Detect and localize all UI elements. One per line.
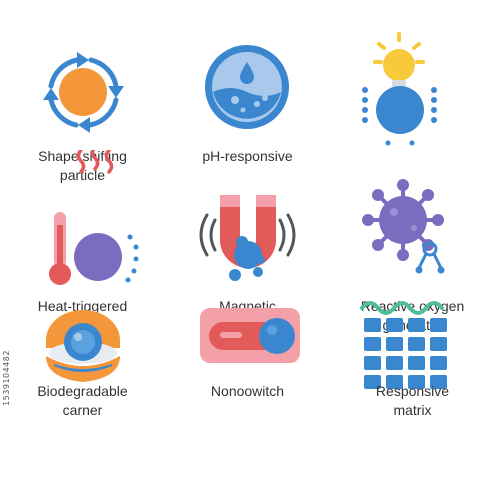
label-line: Reactive oxygen — [360, 298, 465, 314]
magnetic-icon — [199, 195, 296, 281]
tile-shape-shifting: Shape shifting particle — [0, 0, 165, 183]
stock-id-text: 1539104482 — [2, 350, 11, 406]
label-line: pH-responsive — [202, 148, 293, 164]
tile-biodegradable: Biodegradable carner — [0, 300, 165, 460]
biodegradable-icon — [46, 310, 120, 382]
label-line: Biodegradable — [37, 383, 128, 399]
switch-label: Nonoowitch — [165, 382, 330, 401]
tile-switch: Nonoowitch — [165, 300, 330, 460]
tile-reactive-oxygen: Reactive oxygen generator — [330, 150, 495, 333]
label-line: matrix — [393, 402, 432, 418]
ph-responsive-label: pH-responsive — [165, 147, 330, 166]
label-line: particle — [59, 167, 106, 183]
biodegradable-label: Biodegradable carner — [0, 382, 165, 420]
shape-shifting-icon — [43, 52, 124, 133]
label-line: Nonoowitch — [210, 383, 285, 399]
responsive-matrix-label: Responsive matrix — [330, 382, 495, 420]
switch-icon — [200, 308, 300, 363]
tile-heat-triggered: Heat-triggered release — [0, 150, 165, 333]
tile-magnetic: Magnetic nanoactuator — [165, 150, 330, 333]
reactive-oxygen-icon — [362, 179, 445, 274]
tile-ph-responsive: pH-responsive — [165, 0, 330, 164]
heat-triggered-icon — [49, 150, 139, 285]
shape-shifting-label: Shape shifting particle — [0, 147, 165, 185]
light-responsive-icon — [362, 32, 437, 146]
label-line: Shape shifting — [38, 148, 127, 164]
label-line: Heat-triggered — [37, 298, 128, 314]
ph-responsive-icon — [205, 45, 289, 129]
tile-responsive-matrix: Responsive matrix — [330, 300, 495, 460]
label-line: carner — [62, 402, 103, 418]
responsive-matrix-icon — [360, 301, 447, 389]
tile-light-responsive — [330, 0, 495, 150]
label-line: Responsive — [375, 383, 450, 399]
